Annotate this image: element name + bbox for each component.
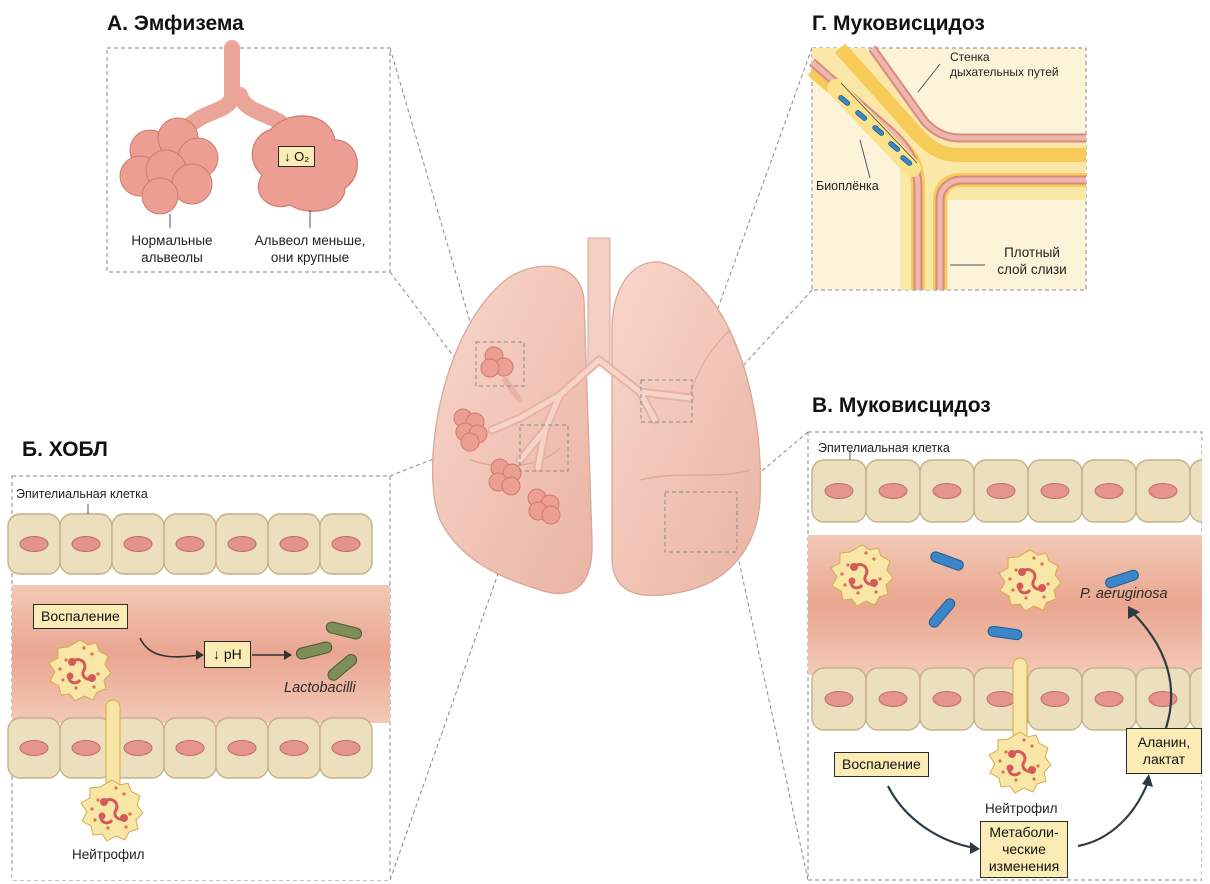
o2-decrease-tag: ↓ O₂	[278, 146, 315, 167]
epithelium-bottom-b	[8, 718, 372, 778]
lactobacilli-label: Lactobacilli	[284, 680, 356, 696]
inflammation-tag-c: Воспаление	[834, 752, 929, 777]
epithelial-cell-label-b: Эпителиальная клетка	[16, 486, 148, 503]
epithelium-top-b	[8, 514, 372, 574]
epithelial-cell-label-c: Эпителиальная клетка	[818, 440, 950, 457]
neutrophil-label-b: Нейтрофил	[72, 846, 145, 863]
mucus-layer-label: Плотный слой слизи	[984, 244, 1080, 278]
biofilm-label: Биоплёнка	[816, 178, 879, 195]
p-aeruginosa-label: P. aeruginosa	[1080, 586, 1168, 602]
alanine-lactate-tag: Аланин, лактат	[1126, 728, 1202, 774]
enlarged-alveoli-label: Альвеол меньше, они крупные	[240, 232, 380, 266]
panel-b-box	[8, 476, 390, 880]
normal-alveoli-label: Нормальные альвеолы	[118, 232, 226, 266]
lungs-illustration	[433, 238, 761, 596]
panel-a-title: А. Эмфизема	[107, 12, 244, 36]
metabolic-changes-tag: Метаболи- ческие изменения	[980, 821, 1068, 878]
airway-wall-label: Стенка дыхательных путей	[950, 50, 1059, 80]
panel-b-title: Б. ХОБЛ	[22, 438, 108, 462]
epithelium-top-c	[812, 460, 1210, 522]
ph-decrease-tag: ↓ pH	[204, 641, 251, 668]
epithelium-bottom-c	[812, 668, 1210, 730]
panel-d-title: Г. Муковисцидоз	[812, 12, 985, 36]
neutrophil-label-c: Нейтрофил	[985, 800, 1058, 817]
panel-c-title: В. Муковисцидоз	[812, 394, 991, 418]
inflammation-tag-b: Воспаление	[33, 604, 128, 629]
